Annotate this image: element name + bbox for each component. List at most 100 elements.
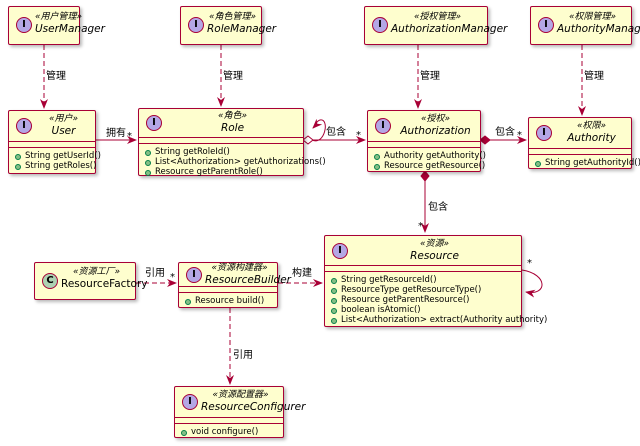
class-header: I «资源» Resource — [325, 236, 521, 266]
class-user-manager[interactable]: I «用户管理» UserManager — [8, 6, 105, 45]
stereotype-label: «用户管理» — [35, 12, 83, 22]
diamond-role-self — [302, 135, 314, 145]
method: Resource getParentResource() — [325, 295, 521, 305]
method: String getRoles() — [9, 161, 96, 171]
class-role-manager[interactable]: I «角色管理» RoleManager — [180, 6, 276, 45]
label-user-role: 拥有 — [106, 128, 126, 139]
fields-compartment — [325, 266, 521, 272]
label-manage-authority: 管理 — [584, 71, 604, 82]
interface-icon: I — [372, 17, 388, 33]
class-header: I «授权» Authorization — [368, 111, 480, 142]
method: void configure() — [175, 427, 283, 437]
interface-icon: I — [536, 125, 552, 141]
class-resource-builder[interactable]: I «资源构建器» ResourceBuilder Resource build… — [178, 262, 291, 308]
class-name: Authority — [567, 132, 616, 144]
class-header: I «权限管理» AuthorityManager — [531, 7, 640, 44]
interface-icon: I — [16, 17, 32, 33]
stereotype-label: «权限» — [576, 121, 607, 131]
stereotype-label: «资源构建器» — [211, 263, 268, 273]
class-authority-manager[interactable]: I «权限管理» AuthorityManager — [530, 6, 640, 45]
class-name: Resource — [410, 250, 459, 262]
class-name: ResourceFactory — [61, 278, 148, 290]
fields-compartment — [9, 142, 95, 148]
method: Resource getParentRole() — [139, 167, 303, 177]
diamond-authorization-resource — [420, 170, 430, 182]
label-manage-user: 管理 — [46, 71, 66, 82]
mult-factory-builder: * — [170, 272, 175, 283]
fields-compartment — [529, 149, 631, 155]
class-header: I «权限» Authority — [529, 118, 631, 149]
stereotype-label: «权限管理» — [568, 12, 617, 22]
class-header: I «用户管理» UserManager — [9, 7, 105, 44]
methods-compartment: Authority getAuthority() Resource getRes… — [368, 148, 486, 173]
mult-user-role: * — [127, 131, 132, 142]
method: Resource build() — [179, 296, 277, 306]
mult-role-authorization: * — [356, 130, 361, 141]
method: boolean isAtomic() — [325, 305, 521, 315]
class-resource-factory[interactable]: C «资源工厂» ResourceFactory — [34, 262, 148, 300]
class-user[interactable]: I «用户» User String getUserId() String ge… — [8, 110, 101, 174]
methods-compartment: void configure() — [175, 424, 283, 439]
class-name: Role — [220, 122, 245, 134]
label-manage-role: 管理 — [223, 71, 243, 82]
interface-icon: I — [375, 118, 391, 134]
method: Resource getResource() — [368, 161, 485, 171]
class-header: I «资源配置器» ResourceConfigurer — [175, 387, 306, 418]
mult-authorization-authority: * — [517, 130, 522, 141]
method: String getAuthorityId() — [529, 158, 640, 168]
interface-icon: I — [186, 267, 202, 283]
methods-compartment: String getUserId() String getRoles() — [9, 148, 101, 173]
class-header: I «角色管理» RoleManager — [181, 7, 276, 44]
edge-resource-self — [521, 269, 543, 298]
diamond-authorization-authority — [479, 135, 491, 145]
stereotype-label: «用户» — [48, 114, 79, 124]
interface-icon: I — [188, 17, 204, 33]
edge-role-self — [311, 118, 326, 142]
class-header: I «授权管理» AuthorizationManager — [365, 7, 507, 44]
label-builder-resource: 构建 — [292, 268, 312, 279]
class-header: I «用户» User — [9, 111, 95, 142]
fields-compartment — [179, 287, 277, 293]
fields-compartment — [368, 142, 480, 148]
label-authorization-authority: 包含 — [495, 127, 515, 138]
methods-compartment: Resource build() — [179, 293, 277, 308]
method: List<Authorization> getAuthorizations() — [139, 157, 326, 167]
class-header: I «角色» Role — [139, 109, 303, 138]
class-name: Authorization — [400, 125, 471, 137]
stereotype-label: «角色管理» — [208, 12, 257, 22]
method: String getRoleId() — [139, 147, 303, 157]
class-name: UserManager — [35, 23, 105, 35]
class-authority[interactable]: I «权限» Authority String getAuthorityId() — [528, 117, 640, 169]
method: String getUserId() — [9, 151, 101, 161]
label-factory-builder: 引用 — [145, 268, 165, 279]
interface-icon: I — [16, 118, 32, 134]
class-role[interactable]: I «角色» Role String getRoleId() List<Auth… — [138, 108, 326, 179]
class-resource-configurer[interactable]: I «资源配置器» ResourceConfigurer void config… — [174, 386, 306, 439]
methods-compartment: String getRoleId() List<Authorization> g… — [139, 144, 326, 179]
stereotype-label: «资源工厂» — [72, 267, 121, 277]
fields-compartment — [139, 138, 303, 144]
stereotype-label: «资源配置器» — [212, 390, 269, 400]
fields-compartment — [175, 418, 283, 424]
interface-icon: I — [182, 394, 198, 410]
class-header: I «资源构建器» ResourceBuilder — [179, 263, 291, 287]
class-authorization-manager[interactable]: I «授权管理» AuthorizationManager — [364, 6, 507, 45]
methods-compartment: String getResourceId() ResourceType getR… — [325, 272, 547, 327]
class-icon: C — [42, 273, 58, 289]
method: String getResourceId() — [325, 275, 521, 285]
stereotype-label: «授权» — [420, 114, 451, 124]
label-manage-authorization: 管理 — [420, 71, 440, 82]
method: Authority getAuthority() — [368, 151, 486, 161]
class-name: ResourceConfigurer — [201, 401, 306, 413]
interface-icon: I — [146, 115, 162, 131]
class-name: User — [51, 125, 76, 137]
interface-icon: I — [332, 243, 348, 259]
stereotype-label: «角色» — [217, 111, 248, 121]
stereotype-label: «授权管理» — [413, 12, 462, 22]
class-authorization[interactable]: I «授权» Authorization Authority getAuthor… — [367, 110, 486, 173]
class-header: C «资源工厂» ResourceFactory — [35, 263, 148, 299]
class-resource[interactable]: I «资源» Resource String getResourceId() R… — [324, 235, 547, 327]
label-builder-configurer: 引用 — [233, 350, 253, 361]
label-role-self: 包含 — [326, 127, 346, 138]
